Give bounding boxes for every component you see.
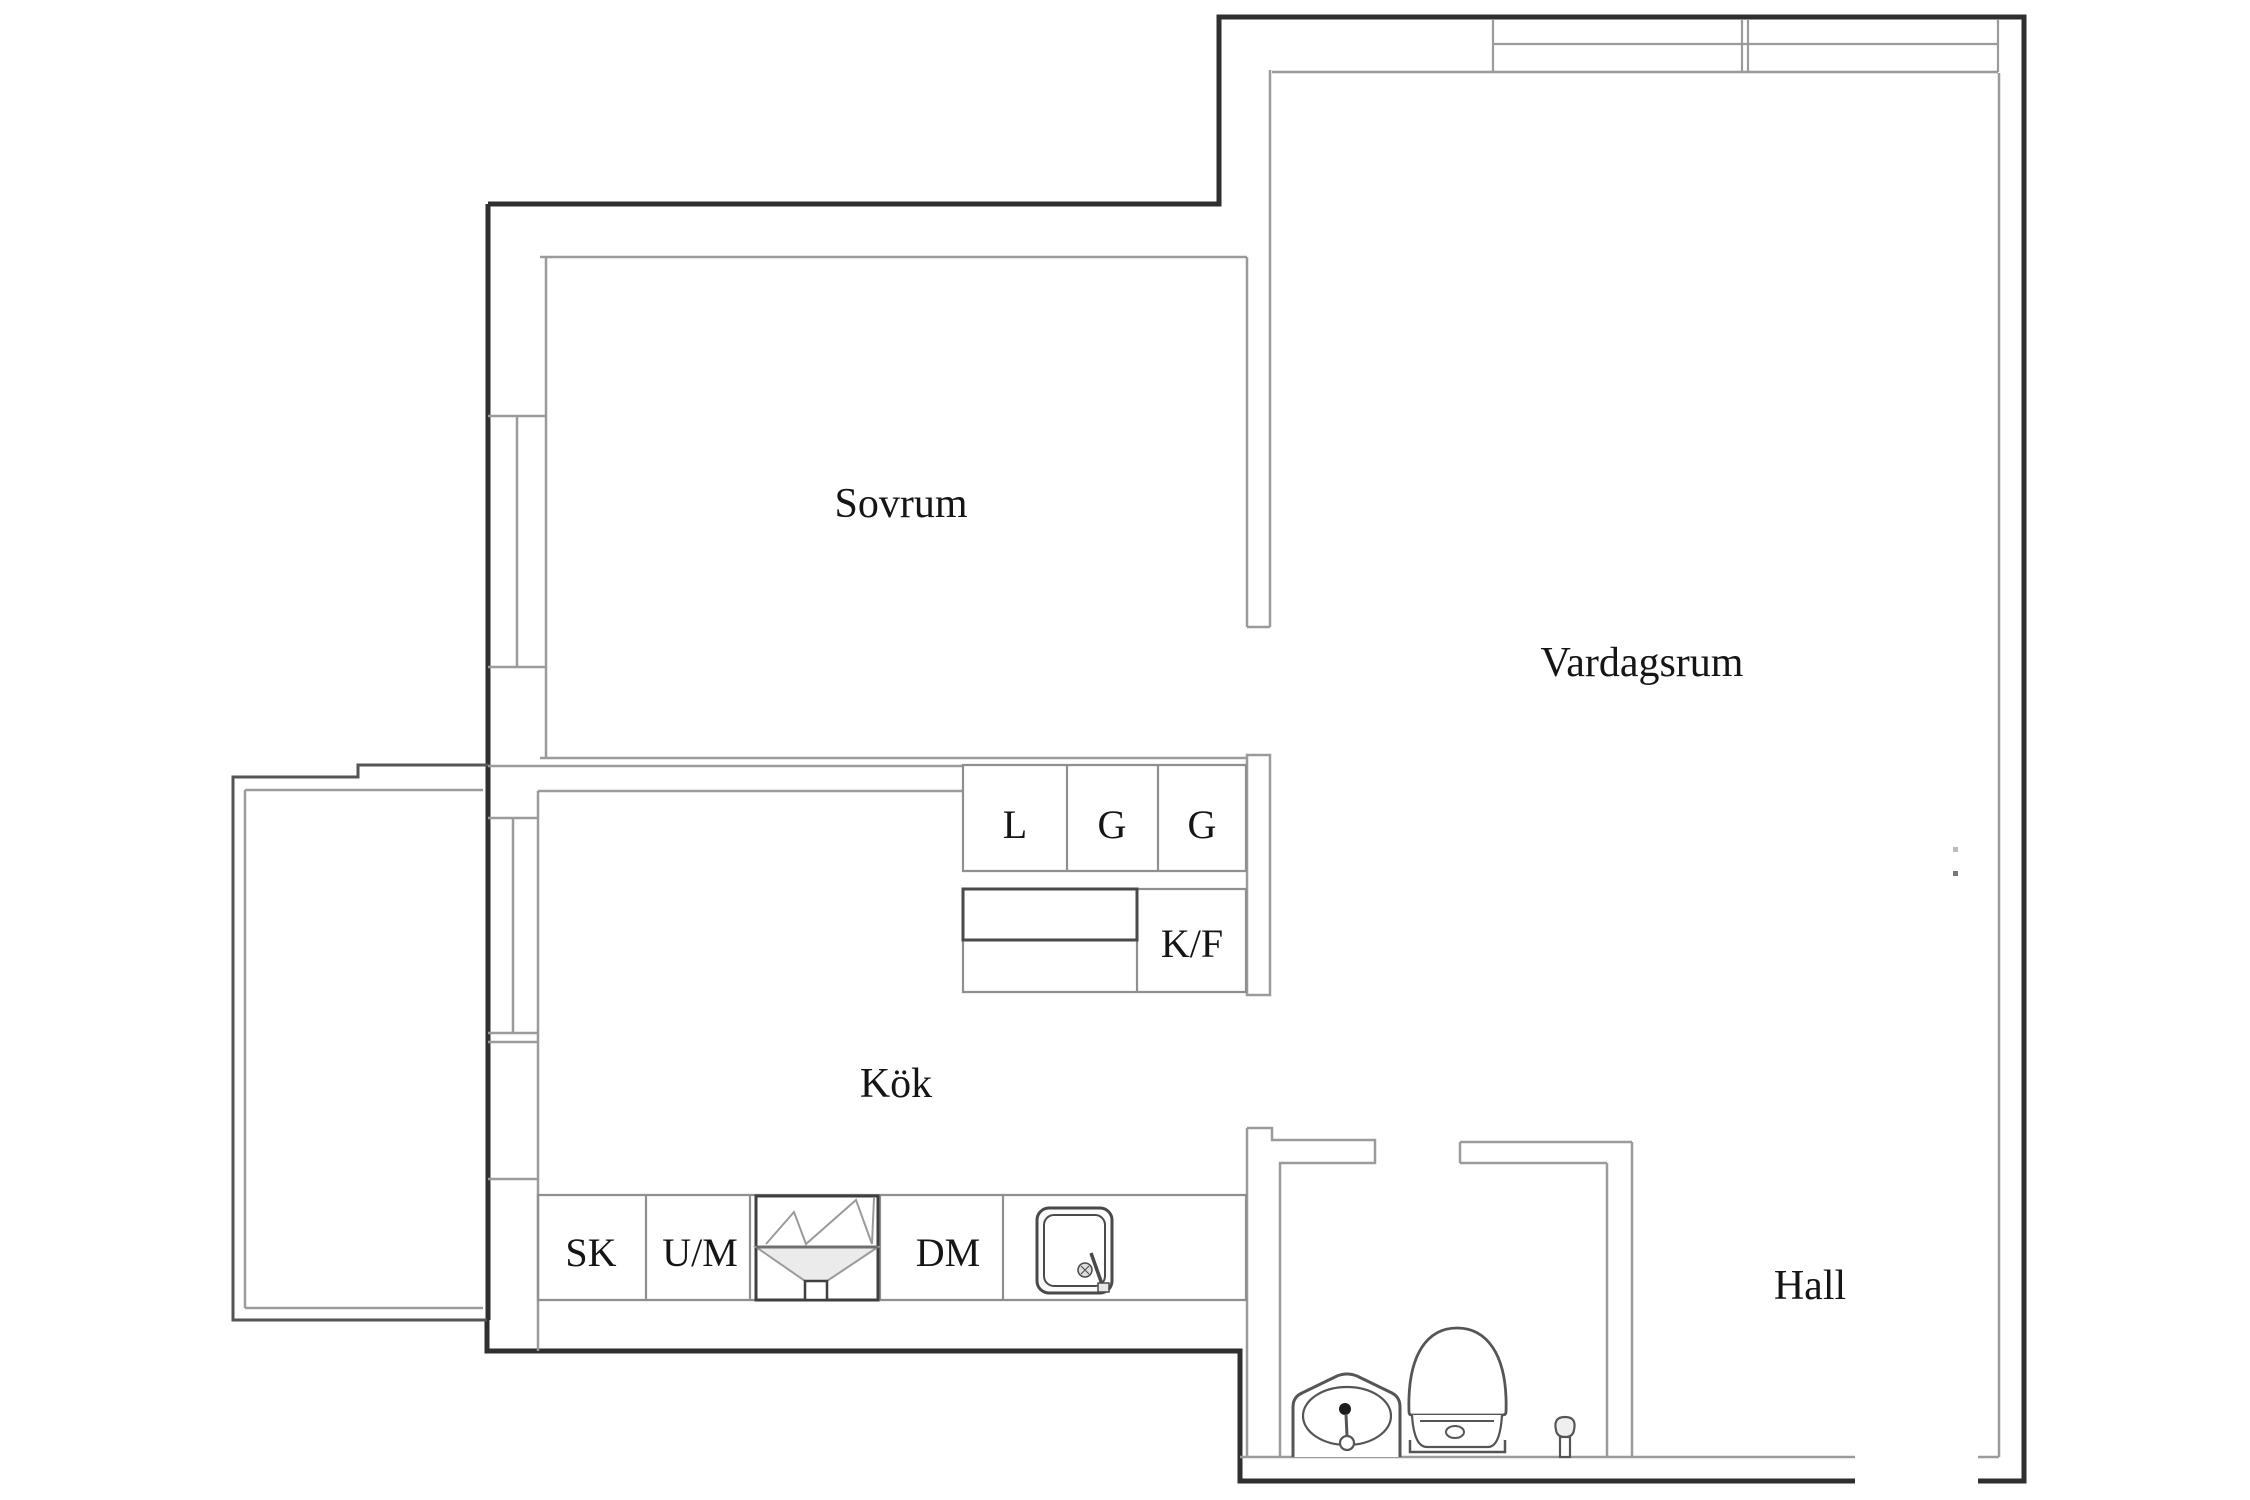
- kitchen-window-symbol: [488, 816, 538, 1044]
- toilet-icon: [1407, 1326, 1508, 1454]
- inner-walls: [488, 70, 2001, 1459]
- right-wall-inner: [1978, 73, 2001, 1459]
- balcony-outer-line: [231, 763, 488, 1322]
- outer-walls: [484, 14, 2027, 1484]
- kitchen-label: Kök: [860, 1061, 932, 1107]
- wardrobe-shelf-lines: [1272, 42, 1998, 74]
- balcony-outline: [231, 763, 488, 1322]
- wardrobe-2-label: G: [1188, 802, 1217, 847]
- wardrobe-1-label: G: [1098, 802, 1127, 847]
- wardrobe-dividers: [1491, 20, 2000, 72]
- bedroom-label: Sovrum: [834, 481, 967, 527]
- balcony-inner-line: [243, 788, 483, 1310]
- counter-inset-box: [961, 887, 1139, 942]
- wall-dot-marks: [1953, 847, 1958, 876]
- kitchen-pier: [1245, 753, 1272, 997]
- kitchen-cabinets: [536, 763, 1248, 1302]
- hall-label: Hall: [1774, 1263, 1846, 1309]
- bedroom-kitchen-wall: [488, 764, 963, 793]
- outer-wall-bottom: [484, 1320, 1855, 1484]
- livingroom-left-wall: [1247, 70, 1272, 629]
- bedroom-window-symbol: [488, 414, 546, 669]
- bathroom-right-stub: [1458, 1142, 1609, 1457]
- counter-row: [536, 1193, 1248, 1302]
- stove-hood-icon: [752, 1194, 882, 1302]
- broom-cabinet-label: SK: [565, 1230, 616, 1275]
- outer-wall-top-right: [488, 14, 2027, 1484]
- wardrobe-boxes: [1272, 20, 2000, 74]
- fridge-freezer-label: K/F: [1161, 921, 1223, 966]
- washing-machine-label: U/M: [662, 1230, 738, 1275]
- lgg-cabinet-block: [961, 763, 1248, 873]
- window-symbols: [488, 414, 546, 1044]
- bathroom-hall-wall: [1460, 1140, 1634, 1457]
- linen-cabinet-label: L: [1003, 802, 1027, 847]
- valve-icon: [1554, 1415, 1576, 1459]
- dishwasher-label: DM: [916, 1230, 980, 1275]
- living-room-label: Vardagsrum: [1541, 640, 1744, 686]
- kitchen-sink-icon: [1035, 1206, 1114, 1295]
- bathroom-sink-icon: [1291, 1372, 1402, 1457]
